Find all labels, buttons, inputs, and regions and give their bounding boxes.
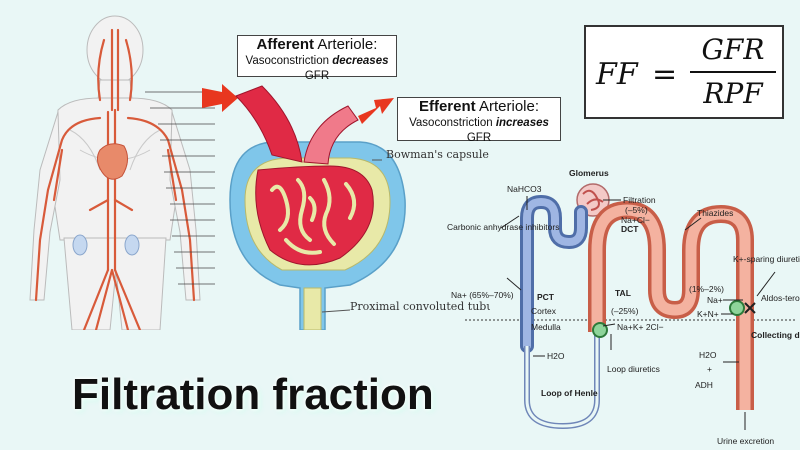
fraction-bar — [690, 71, 776, 73]
tal-label: TAL — [615, 288, 631, 298]
nak2cl-label: Na+K+ 2Cl− — [617, 322, 664, 332]
formula-lhs: FF — [596, 57, 638, 92]
ff-formula: FF = GFR RPF — [584, 25, 784, 119]
afferent-bold: Afferent — [256, 36, 315, 53]
medulla-label: Medulla — [531, 322, 561, 332]
plus-label: + — [707, 364, 712, 374]
h2o-cd-label: H2O — [699, 350, 717, 360]
bowmans-capsule-label: Bowman's capsule — [386, 148, 489, 161]
na-cd-label: Na+ — [707, 295, 723, 305]
ksparing-label: K+-sparing diuretics — [733, 254, 800, 264]
glomerus-label: Glomerus — [569, 168, 609, 178]
efferent-line2-em: increases — [495, 117, 549, 129]
aldosterone-label: Aldos-terone — [761, 293, 800, 303]
nahco3-label: NaHCO3 — [507, 184, 542, 194]
afferent-line2-em: decreases — [332, 55, 389, 67]
urine-label: Urine excretion — [717, 436, 774, 446]
loop-of-henle-label: Loop of Henle — [541, 388, 598, 398]
dct-pct-label: (–5%) — [625, 205, 648, 215]
thiazides-label: Thiazides — [697, 208, 733, 218]
h2o-loop-label: H2O — [547, 351, 565, 361]
carbonic-label: Carbonic anhydrase inhibitors — [447, 222, 559, 232]
cd-pct-label: (1%–2%) — [689, 284, 724, 294]
tal-pct-label: (–25%) — [611, 306, 639, 316]
proximal-tubule-label: Proximal convoluted tubule — [350, 300, 490, 313]
afferent-line2-post: GFR — [304, 70, 330, 82]
nacl-label: Na+Cl− — [621, 215, 650, 225]
formula-numerator: GFR — [701, 33, 765, 66]
nephron-diagram: Glomerus Filtration NaHCO3 Carbonic anhy… — [447, 168, 800, 446]
cortex-label: Cortex — [531, 306, 557, 316]
efferent-line2-pre: Vasoconstriction — [409, 117, 496, 129]
filtration-label: Filtration — [623, 195, 656, 205]
efferent-arrow-icon — [358, 98, 394, 124]
na-pct-label: Na+ (65%–70%) — [451, 290, 514, 300]
afferent-rest: Arteriole: — [314, 36, 378, 53]
dct-label: DCT — [621, 224, 639, 234]
pct-label: PCT — [537, 292, 555, 302]
formula-eq: = — [652, 57, 678, 92]
afferent-arrow-icon — [202, 84, 238, 112]
page-title: Filtration fraction — [72, 370, 434, 419]
adh-label: ADH — [695, 380, 713, 390]
efferent-rest: Arteriole: — [475, 98, 540, 115]
collecting-duct-label: Collecting duct — [751, 330, 800, 340]
efferent-line2-post: GFR — [466, 132, 492, 144]
glomerulus-figure: Bowman's capsule Proximal convoluted tub… — [202, 84, 490, 330]
kn-label: K+N+ — [697, 309, 719, 319]
loop-diuretics-label: Loop diuretics — [607, 364, 660, 374]
efferent-callout: Efferent Arteriole: Vasoconstriction inc… — [397, 97, 561, 144]
formula-denominator: RPF — [703, 77, 763, 110]
efferent-bold: Efferent — [418, 98, 476, 115]
afferent-line2-pre: Vasoconstriction — [245, 55, 333, 67]
afferent-callout: Afferent Arteriole: Vasoconstriction dec… — [237, 35, 397, 82]
circulatory-system-figure — [29, 15, 215, 330]
